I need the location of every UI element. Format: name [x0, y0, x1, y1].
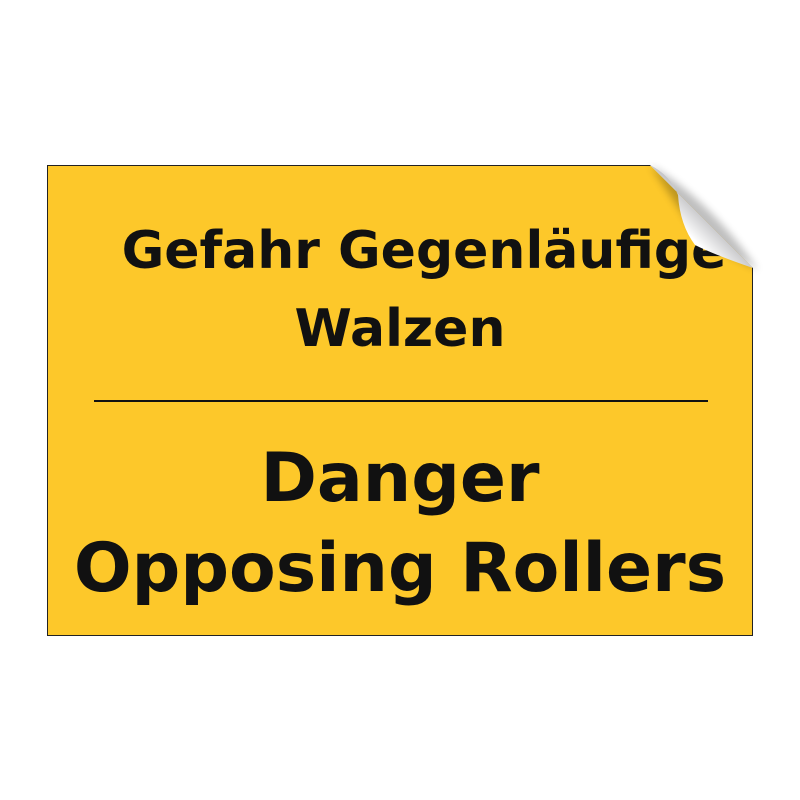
warning-sign: Gefahr Gegenläufige Walzen Danger Opposi…: [47, 165, 753, 636]
german-title-line2: Walzen: [294, 299, 506, 359]
english-title-line1: Danger: [260, 439, 540, 518]
divider: [94, 400, 708, 402]
peel-corner-icon: [650, 165, 758, 270]
german-title-line1: Gefahr Gegenläufige: [121, 221, 727, 281]
english-title-line2: Opposing Rollers: [73, 529, 727, 608]
